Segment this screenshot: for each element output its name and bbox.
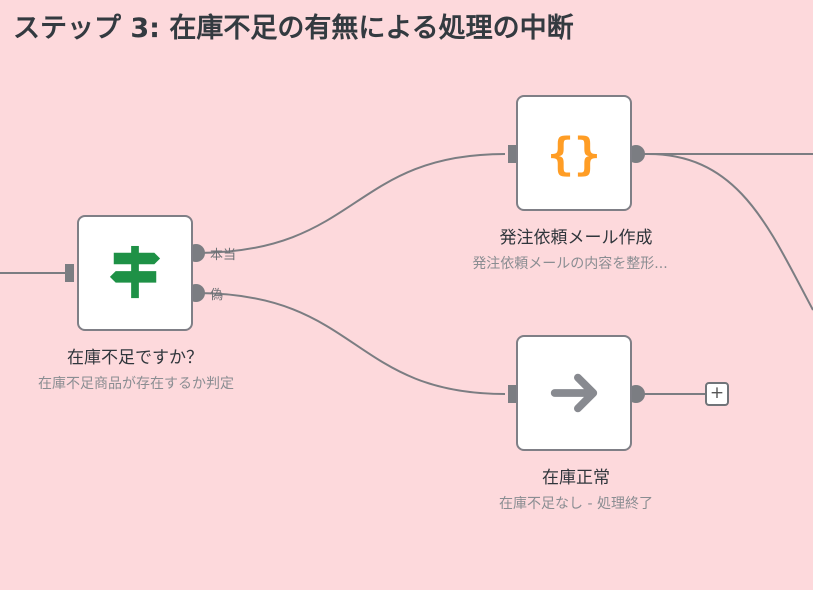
connection-true [195,153,506,254]
node-order-email[interactable]: {} [516,95,632,211]
port-label-false: 偽 [210,288,224,303]
node-subtitle: 在庫不足なし - 処理終了 [499,496,653,512]
node-inventory-check[interactable] [77,215,193,331]
node-title: 在庫不足ですか？ [67,348,203,368]
node-subtitle: 発注依頼メールの内容を整形... [472,256,668,272]
port-label-true: 本当 [210,248,237,263]
node-title: 在庫正常 [542,468,610,488]
arrow-right-icon [550,373,598,413]
input-handle [65,264,74,282]
node-subtitle: 在庫不足商品が存在するか判定 [38,376,234,392]
node-stock-normal[interactable] [516,335,632,451]
page-title: ステップ 3: 在庫不足の有無による処理の中断 [13,13,574,44]
signpost-icon [109,245,161,299]
node-title: 発注依頼メール作成 [499,228,653,248]
curly-braces-icon: {} [547,129,600,180]
connection-false [195,292,506,395]
input-handle [508,145,517,163]
input-handle [508,385,517,403]
connection-email-out-down [647,153,813,311]
add-node-button[interactable]: + [705,382,729,406]
svg-text:{}: {} [547,129,600,180]
